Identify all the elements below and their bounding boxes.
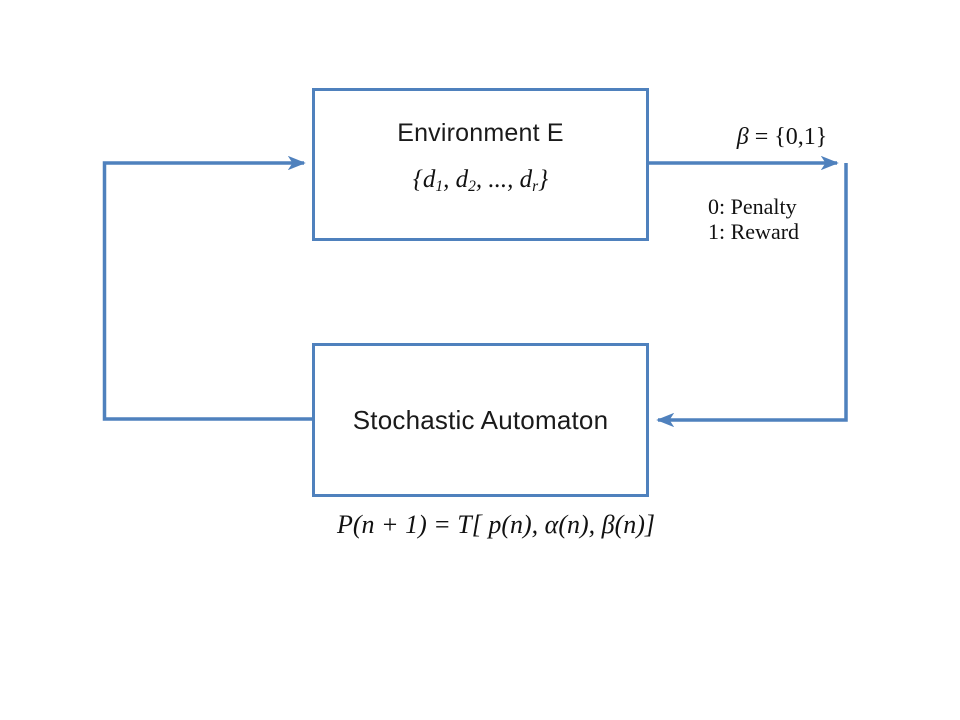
- environment-title: Environment E: [397, 119, 564, 147]
- set-part: }: [538, 166, 549, 193]
- set-subscript: 2: [468, 177, 476, 195]
- update-formula: P(n + 1) = T[ p(n), α(n), β(n)]: [336, 510, 656, 539]
- beta-values: = {0,1}: [748, 124, 828, 150]
- set-subscript: 1: [435, 177, 444, 195]
- environment-box: Environment E {d1, d2, ..., dr}: [312, 88, 649, 241]
- reward-line: 1: Reward: [708, 219, 800, 244]
- set-part: {d: [412, 166, 436, 193]
- automaton-box: Stochastic Automaton: [312, 343, 649, 497]
- automaton-title: Stochastic Automaton: [352, 405, 609, 435]
- reward-penalty-legend: 0: Penalty 1: Reward: [708, 194, 799, 244]
- set-part: , d: [443, 166, 469, 193]
- penalty-line: 0: Penalty: [708, 194, 797, 219]
- environment-set-formula: {d1, d2, ..., dr}: [413, 163, 548, 197]
- feedback-loop-arrow: [102, 155, 312, 421]
- set-subscript: r: [532, 177, 539, 195]
- set-part: , ..., d: [475, 166, 533, 193]
- beta-output-label: β = {0,1}: [712, 124, 852, 151]
- beta-symbol: β: [736, 124, 749, 150]
